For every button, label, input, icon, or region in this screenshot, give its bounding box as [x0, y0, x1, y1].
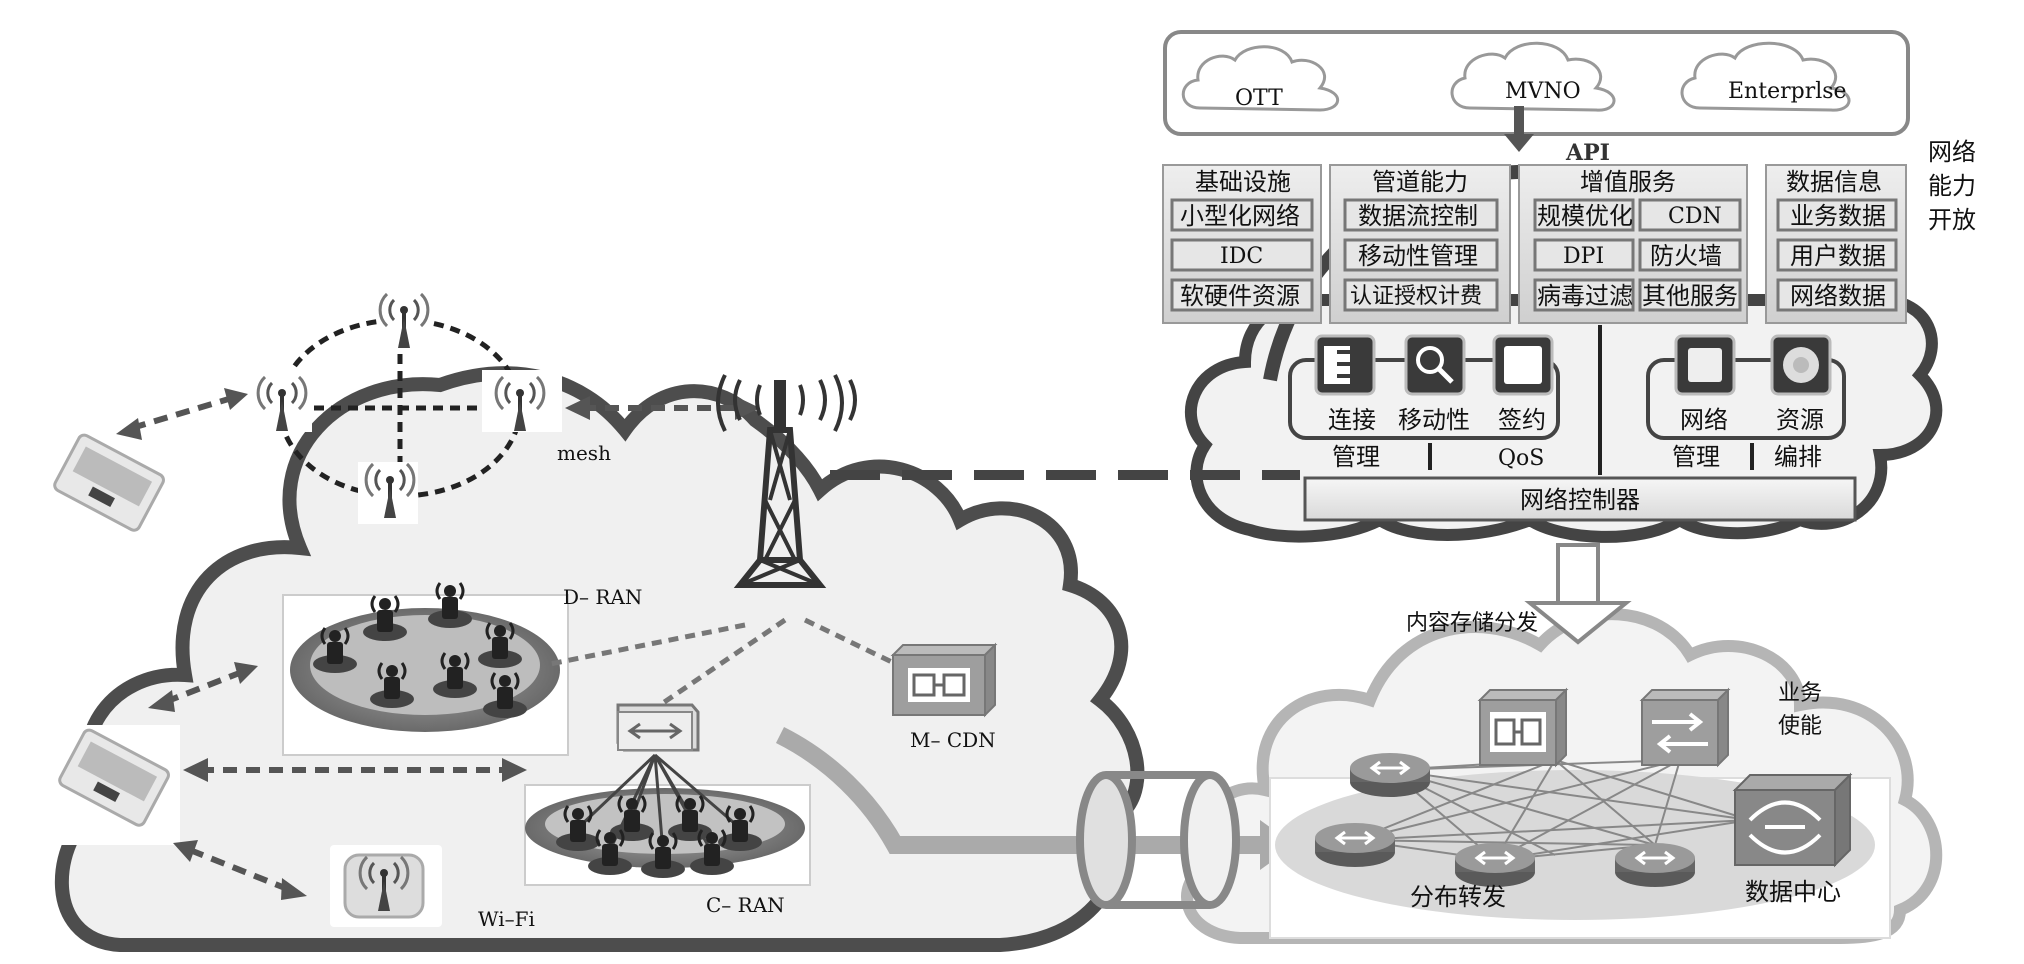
wifi-access-point — [330, 845, 442, 927]
network-mgmt-icon — [1674, 334, 1736, 396]
group-title: 增值服务 — [1580, 168, 1676, 196]
enterprise-cloud: Enterprlse — [1680, 41, 1851, 112]
controller-right-frame — [1646, 358, 1846, 440]
capability-item: IDC — [1220, 244, 1263, 269]
mvno-cloud: MVNO — [1450, 41, 1616, 112]
capability-item: 网络数据 — [1790, 282, 1886, 310]
capability-item: DPI — [1563, 244, 1604, 269]
capability-item: 规模优化 — [1537, 202, 1633, 230]
mesh-tower-arrow — [565, 396, 760, 420]
api-arrow — [1504, 106, 1534, 152]
capability-item: 其他服务 — [1642, 282, 1738, 310]
capability-item: 认证授权计费 — [1350, 284, 1482, 309]
capability-group-pipe: 管道能力 数据流控制 移动性管理 认证授权计费 — [1329, 164, 1511, 324]
capability-item: 小型化网络 — [1180, 202, 1300, 230]
wifi-label: Wi–Fi — [478, 907, 535, 931]
icon-label-network: 网络 — [1680, 406, 1728, 434]
network-controller-bar — [1303, 476, 1857, 522]
capability-item: 移动性管理 — [1358, 242, 1478, 270]
group-label-orchestration: 编排 — [1774, 443, 1822, 471]
device-dran-arrow — [148, 662, 258, 712]
device-cran-arrow — [183, 758, 527, 782]
group-title: 基础设施 — [1195, 168, 1291, 196]
group-title: 数据信息 — [1786, 168, 1882, 196]
ott-cloud: OTT — [1181, 45, 1340, 112]
content-distribution-label: 内容存储分发 — [1406, 611, 1538, 636]
c-ran-label: C– RAN — [706, 893, 785, 917]
subscription-icon — [1492, 334, 1554, 396]
m-cdn-label: M– CDN — [910, 728, 996, 752]
side-label-line: 网络 — [1928, 138, 1976, 166]
connection-icon — [1314, 334, 1376, 396]
mesh-network — [252, 290, 562, 524]
group-label-management: 管理 — [1332, 443, 1380, 471]
api-label: API — [1565, 140, 1610, 166]
capability-item: 病毒过滤 — [1537, 282, 1633, 310]
c-ran-hub — [616, 703, 700, 752]
capability-item: 防火墙 — [1650, 242, 1722, 270]
mobility-icon — [1404, 334, 1466, 396]
device-wifi-arrow — [173, 840, 307, 900]
icon-label-resource: 资源 — [1776, 406, 1824, 434]
mobile-device-2 — [40, 725, 180, 845]
network-controller-label: 网络控制器 — [1520, 486, 1640, 514]
controller-to-core-arrow — [1524, 543, 1632, 645]
mvno-label: MVNO — [1505, 79, 1581, 104]
transport-pipe — [1076, 771, 1240, 909]
group-label-management-2: 管理 — [1672, 443, 1720, 471]
switch-node — [1639, 687, 1731, 768]
enterprise-label: Enterprlse — [1728, 79, 1847, 104]
network-capability-exposure-label: 网络 能力 开放 — [1928, 138, 1976, 234]
d-ran-cluster — [282, 581, 569, 756]
icon-label-subscription: 签约 — [1498, 406, 1546, 434]
service-enable-label-1: 业务 — [1778, 681, 1822, 706]
c-ran-cluster — [524, 753, 811, 886]
distributed-forwarding-label: 分布转发 — [1410, 883, 1506, 911]
capability-item: 业务数据 — [1790, 202, 1886, 230]
side-label-line: 开放 — [1928, 206, 1976, 234]
m-cdn-node — [890, 642, 998, 718]
ott-label: OTT — [1235, 86, 1283, 111]
data-center-node — [1732, 772, 1853, 868]
icon-label-mobility: 移动性 — [1398, 406, 1470, 434]
group-title: 管道能力 — [1372, 168, 1468, 196]
capability-group-value-added: 增值服务 规模优化 CDN DPI 防火墙 病毒过滤 其他服务 — [1518, 164, 1748, 324]
content-cache-node — [1477, 687, 1569, 768]
capability-item: 数据流控制 — [1358, 202, 1478, 230]
capability-group-infrastructure: 基础设施 小型化网络 IDC 软硬件资源 — [1162, 164, 1322, 324]
mobile-device-1 — [40, 430, 170, 540]
group-label-qos: QoS — [1498, 446, 1544, 471]
d-ran-label: D– RAN — [563, 585, 642, 609]
capability-item: 软硬件资源 — [1180, 282, 1300, 310]
tower-links — [544, 617, 900, 708]
cell-tower — [716, 374, 857, 588]
data-center-label: 数据中心 — [1745, 878, 1841, 906]
capability-item: 用户数据 — [1790, 242, 1886, 270]
resource-orchestration-icon — [1770, 334, 1832, 396]
mesh-device-arrow — [116, 388, 248, 440]
capability-group-data: 数据信息 业务数据 用户数据 网络数据 — [1765, 164, 1907, 324]
service-enable-label-2: 使能 — [1778, 714, 1822, 739]
icon-label-connection: 连接 — [1328, 406, 1376, 434]
mesh-label: mesh — [557, 441, 611, 465]
capability-item: CDN — [1668, 204, 1722, 229]
side-label-line: 能力 — [1928, 172, 1976, 200]
